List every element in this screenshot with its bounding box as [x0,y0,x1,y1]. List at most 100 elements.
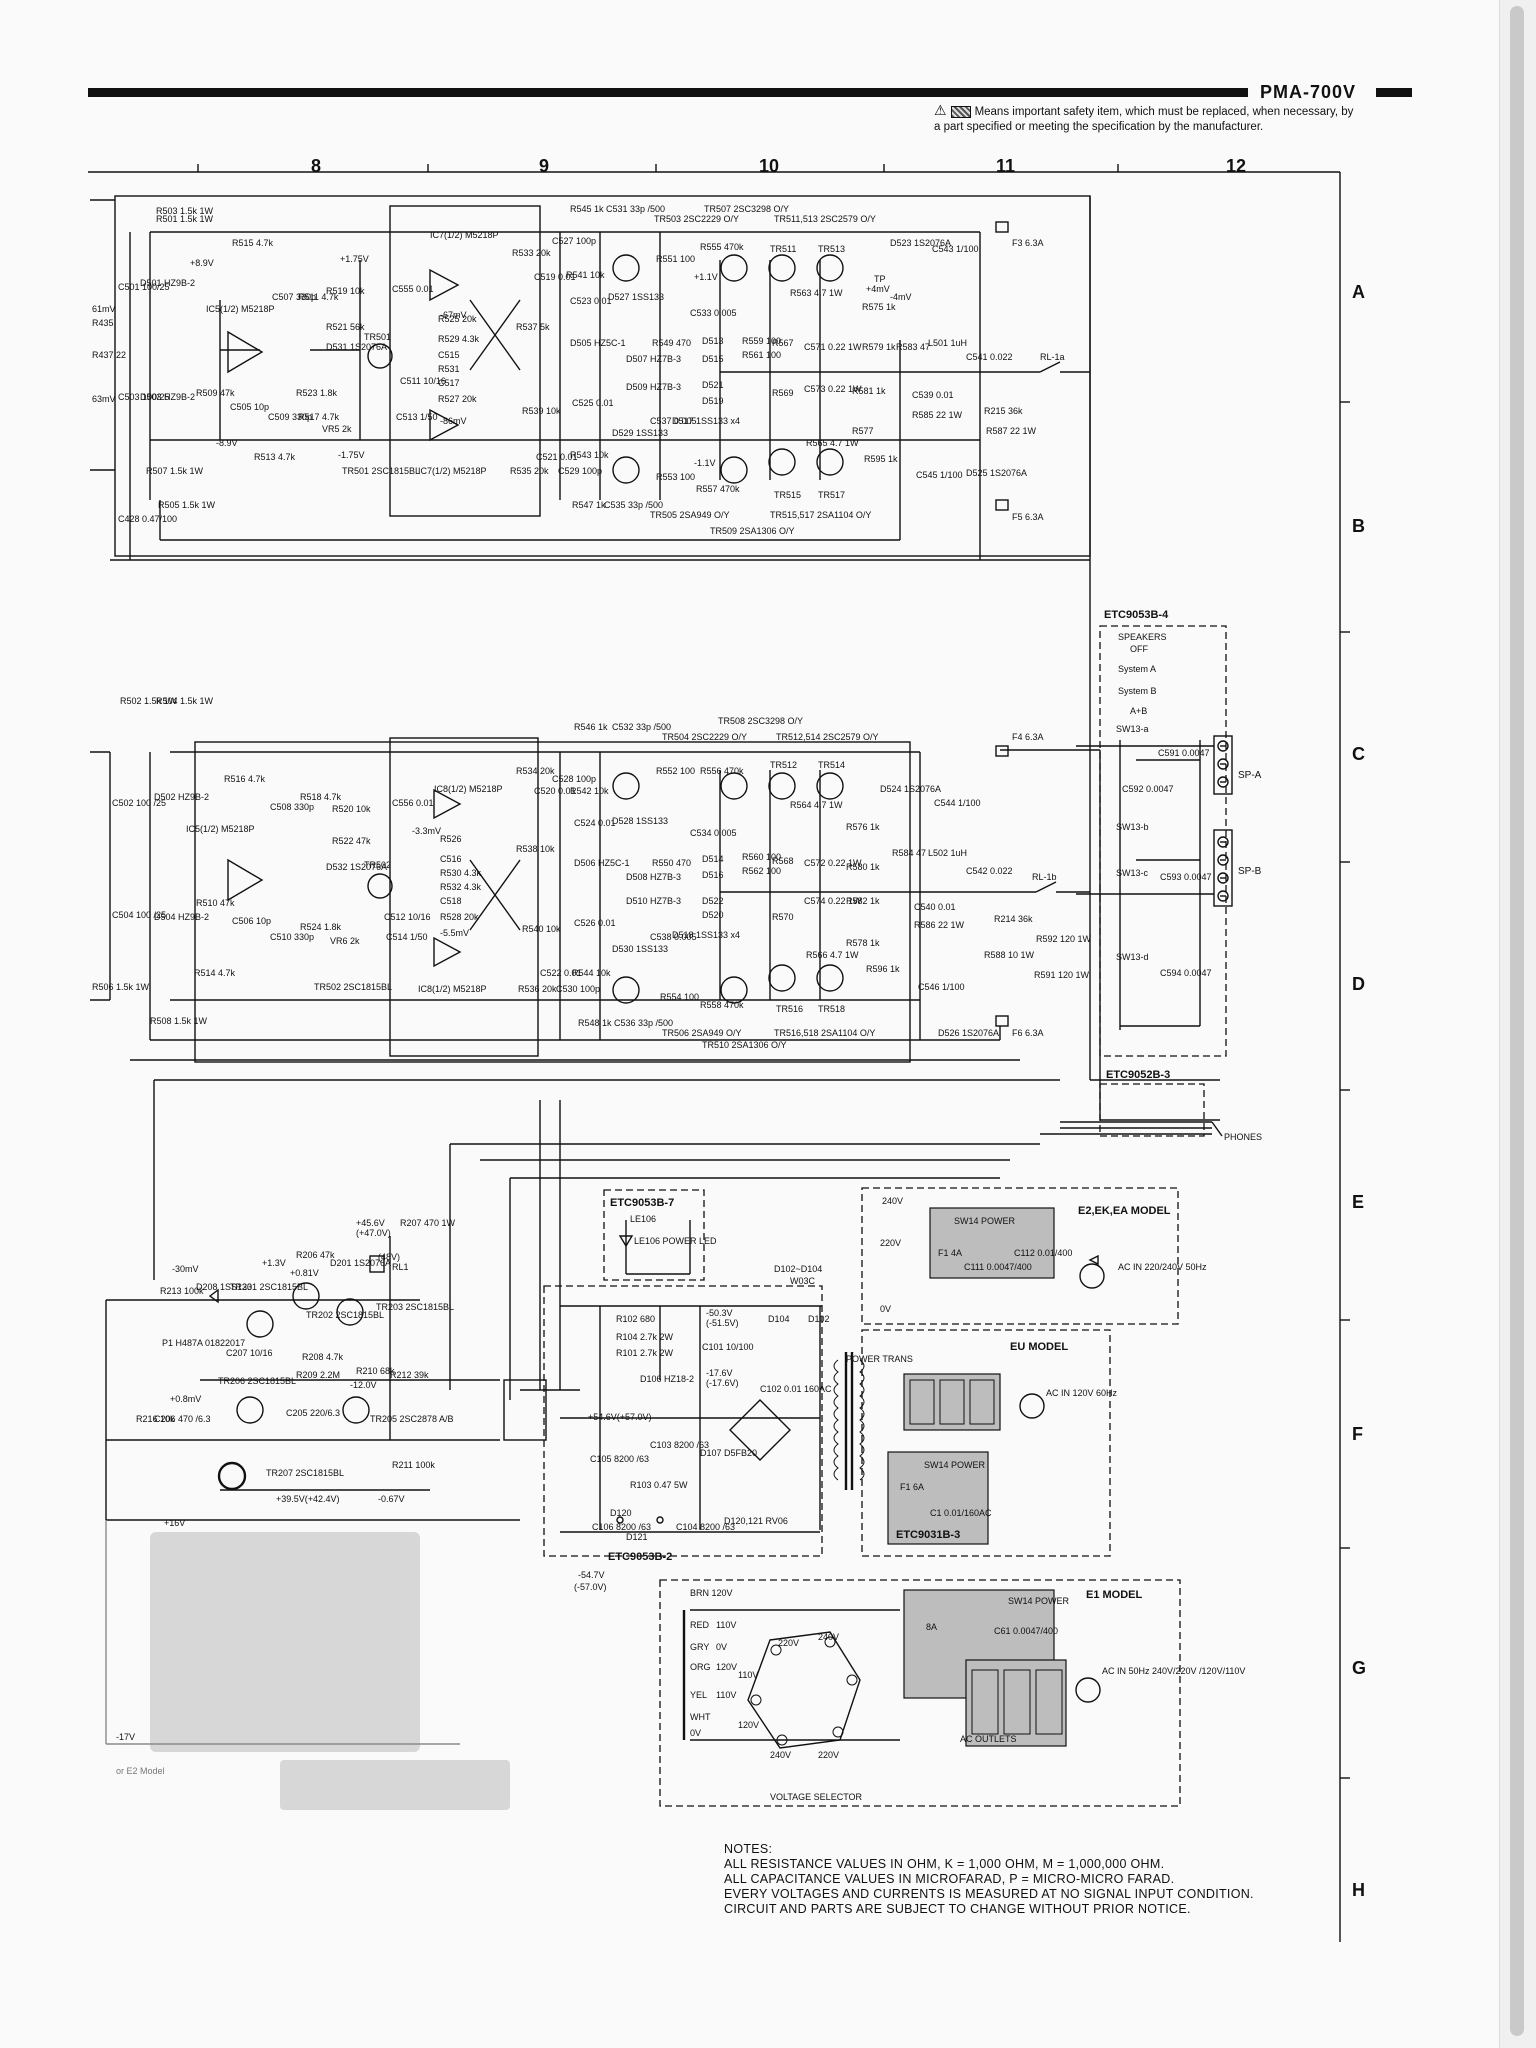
part-label: TR513 [818,244,845,254]
part-label: R563 4.7 1W [790,288,843,298]
part-label: R533 20k [512,248,551,258]
part-label: R581 1k [852,386,886,396]
board-label-power: ETC9053B-2 [608,1551,672,1563]
column-label-11: 11 [996,156,1016,176]
psu-part: D106 HZ18-2 [640,1374,694,1384]
speaker-switch-title: SPEAKERS [1118,632,1167,642]
part-label: L501 1uH [928,338,967,348]
psu-rail: -54.7V [578,1570,605,1580]
part-label: R575 1k [862,302,896,312]
psu-part: R101 2.7k 2W [616,1348,674,1358]
part-label: R511 4.7k [298,292,339,302]
part-label: TR503 2SC2229 O/Y [654,214,739,224]
supply-label: +1.1V [694,272,718,282]
part-label: R576 1k [846,822,880,832]
part-label: C512 10/16 [384,912,431,922]
part-label: R518 4.7k [300,792,342,802]
part-label: C520 0.01 [534,786,576,796]
part-label: C533 0.005 [690,308,737,318]
supply-label: -1.75V [338,450,365,460]
part-label: R536 20k [518,984,557,994]
part-label: R584 47 [892,848,926,858]
protect-part: +16V [164,1518,185,1528]
board-label-speaker: ETC9053B-4 [1104,609,1169,621]
part-label: RL-1a [1040,352,1065,362]
part-label: R546 1k [574,722,608,732]
selector-tap: WHT [690,1712,711,1722]
part-label: R437 22 [92,350,126,360]
part-label: C517 [438,378,460,388]
supply-label: +8.9V [190,258,214,268]
eu-model-block: EU MODEL AC IN 120V 60Hz SW14 POWER F1 6… [861,1329,1118,1557]
psu-part: W03C [790,1276,816,1286]
selector-tap-value: 0V [690,1728,701,1738]
phones-label: PHONES [1224,1132,1262,1142]
schematic-drawing: R501 1.5k 1W R503 1.5k 1W +8.9V R515 4.7… [88,164,1350,1942]
model-label-e2: E2,EK,EA MODEL [1078,1205,1171,1217]
part-label: R547 1k [572,500,606,510]
scrollbar-thumb[interactable] [1510,6,1524,2036]
supply-label: 63mV [92,394,116,404]
part-label: R517 4.7k [298,412,340,422]
part-label: D530 1SS133 [612,944,668,954]
psu-rail: +54.6V(+57.0V) [588,1412,652,1422]
protect-part: D208 1SS133 [196,1282,252,1292]
supply-label: -1.1V [694,458,716,468]
part-label: C573 0.22 1W [804,384,862,394]
part-label: VR6 2k [330,936,360,946]
supply-label: -4mV [890,292,912,302]
protect-voltage: +1.3V [262,1258,286,1268]
part-label: TR509 2SA1306 O/Y [710,526,795,536]
supply-label: -5.5mV [440,928,469,938]
part-label: R510 47k [196,898,235,908]
part-label: C521 0.01 [536,452,578,462]
psu-part: R103 0.47 5W [630,1480,688,1490]
part-label: R578 1k [846,938,880,948]
protect-part: TR203 2SC1815BL [376,1302,454,1312]
part-label: R514 4.7k [194,968,236,978]
protect-voltage: +0.8mV [170,1394,201,1404]
protect-part: P1 H487A 01822017 [162,1338,245,1348]
part-label: R522 47k [332,836,371,846]
part-label: IC7(1/2) M5218P [418,466,487,476]
protect-part: R207 470 1W [400,1218,456,1228]
e1-ac-in: AC IN 50Hz 240V/220V /120V/110V [1102,1666,1245,1676]
notes-heading: NOTES: [724,1842,773,1856]
selector-tap-value: 0V [716,1642,727,1652]
row-label-g: G [1352,1658,1367,1678]
speaker-option-b: System B [1118,686,1157,696]
part-label: D504 HZ9B-2 [154,912,209,922]
eu-switch: SW14 POWER [924,1460,986,1470]
part-label: R582 1k [846,896,880,906]
schematic-page: PMA-700V ⚠Means important safety item, w… [88,82,1412,1942]
part-label: D505 HZ5C-1 [570,338,626,348]
part-label: C546 1/100 [918,982,965,992]
part-label: R501 1.5k 1W [156,214,214,224]
part-label: R508 1.5k 1W [150,1016,208,1026]
part-label: C543 1/100 [932,244,979,254]
e2-tap: 0V [880,1304,891,1314]
part-label: C519 0.01 [534,272,576,282]
part-label: R580 1k [846,862,880,872]
led-board: ETC9053B-7 LE106 LE106 POWER LED [603,1189,717,1281]
part-label: D509 HZ7B-3 [626,382,681,392]
psu-rail: (-57.0V) [574,1582,607,1592]
protect-voltage: -12.0V [350,1380,377,1390]
vertical-scrollbar[interactable] [1499,0,1536,2048]
part-label: D514 [702,854,724,864]
part-label: C507 330p [272,292,316,302]
part-label: C531 33p /500 [606,204,665,214]
part-label: R524 1.8k [300,922,342,932]
cap-label: C591 0.0047 [1158,748,1210,758]
blurred-note: or E2 Model [116,1766,165,1776]
cap-label: C594 0.0047 [1160,968,1212,978]
protect-part: TR202 2SC1815BL [306,1310,384,1320]
part-label: R507 1.5k 1W [146,466,204,476]
selector-position: 220V [818,1750,839,1760]
selector-tap: ORG [690,1662,711,1672]
selector-tap: BRN 120V [690,1588,733,1598]
column-label-9: 9 [539,156,550,176]
column-label-12: 12 [1226,156,1247,176]
row-label-f: F [1352,1424,1363,1444]
part-label: R528 20k [440,912,479,922]
